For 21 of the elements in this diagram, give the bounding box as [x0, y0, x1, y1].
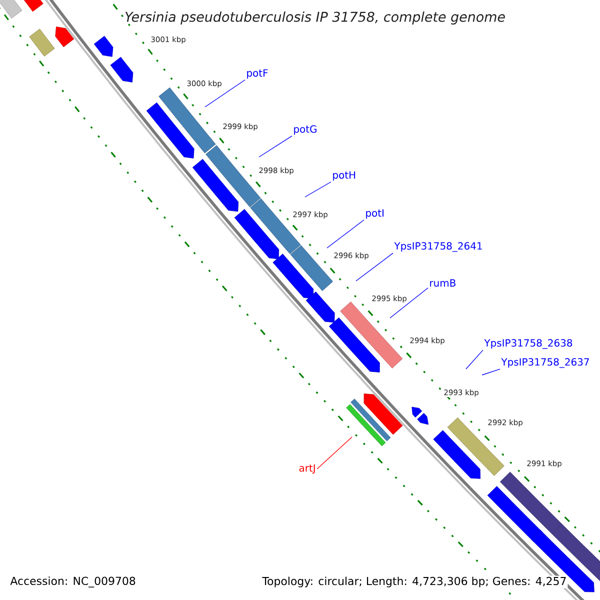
gene-label: artJ — [299, 464, 315, 474]
gene-label: YpsIP31758_2638 — [484, 339, 572, 349]
leader-line — [466, 350, 484, 370]
leader-line — [204, 80, 246, 108]
title: Yersinia pseudotuberculosis IP 31758, complete genome — [125, 12, 505, 24]
leader-line — [482, 368, 500, 376]
leader-line — [390, 288, 428, 318]
gene-label: rumB — [430, 279, 456, 287]
footer-text: Topology: circular; Length: 4,723,306 bp; Genes: 4,257 — [261, 576, 568, 588]
leader-line — [316, 436, 352, 470]
gene-label: YpsIP31758_2641 — [394, 242, 482, 252]
gene-label: potG — [294, 125, 316, 135]
footer-text: Accession: NC_009708 — [9, 576, 137, 588]
gene-label: potF — [247, 69, 268, 79]
leader-line — [258, 136, 292, 158]
gene-label: YpsIP31758_2637 — [501, 358, 589, 368]
leader-line — [356, 252, 394, 282]
leader-line — [304, 182, 332, 198]
gene-label: potH — [333, 171, 356, 181]
leader-line — [326, 220, 364, 248]
gene-label: potI — [366, 209, 384, 219]
